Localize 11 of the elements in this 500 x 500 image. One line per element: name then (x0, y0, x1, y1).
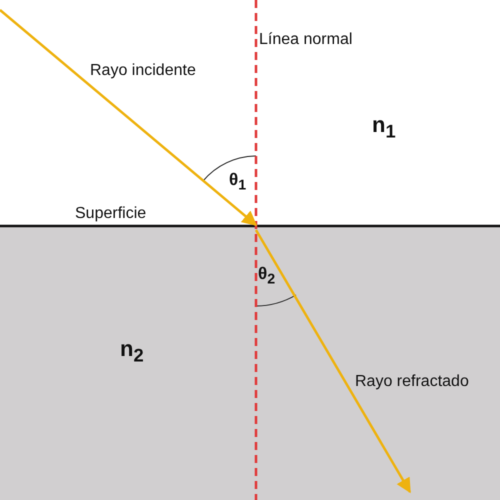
angle-label: θ$_{2}$ (258, 264, 276, 288)
edge-label: Rayo refractado (355, 373, 469, 391)
light-ray-arrow (254, 229, 412, 494)
edge-label: Rayo incidente (90, 62, 196, 80)
refractive-index-label: n$_{2}$ (120, 336, 144, 366)
refractive-index-label: n$_{1}$ (372, 112, 396, 142)
axis-label: Línea normal (259, 31, 352, 49)
surface-label: Superficie (75, 205, 146, 223)
lower-medium (0, 226, 500, 500)
light-ray-arrow (0, 9, 258, 226)
angle-label: θ$_{1}$ (229, 170, 246, 194)
